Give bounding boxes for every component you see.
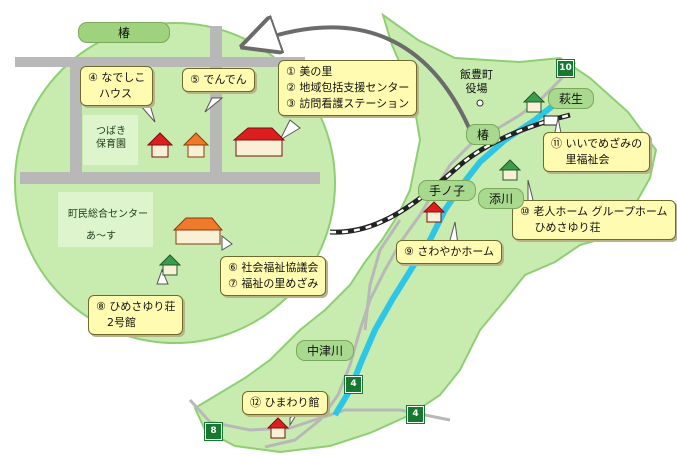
callout-nadeshiko[interactable]: ④ なでしこ ハウス bbox=[80, 66, 154, 106]
inset-nursery-lot bbox=[83, 115, 138, 165]
zoom-arrow bbox=[255, 27, 472, 131]
route-4-marker: 4 bbox=[345, 376, 362, 393]
house-icon bbox=[172, 217, 224, 245]
community-center-label: 町民総合センターあ～す bbox=[68, 209, 148, 242]
house-icon bbox=[422, 201, 446, 223]
place-nakatsugawa: 中津川 bbox=[296, 340, 355, 361]
house-icon bbox=[266, 417, 290, 439]
route-8-marker: 8 bbox=[205, 423, 222, 440]
route-4-marker-2: 4 bbox=[407, 406, 424, 423]
house-icon bbox=[146, 132, 174, 158]
house-icon bbox=[498, 159, 522, 181]
callout-roujin-home[interactable]: ⑩ 老人ホーム グループホーム ひめさゆり荘 bbox=[512, 200, 676, 240]
callout-denden[interactable]: ⑤ でんでん bbox=[182, 68, 255, 92]
callout-sawayaka[interactable]: ⑨ さわやかホーム bbox=[396, 240, 503, 264]
main-roads bbox=[188, 61, 577, 449]
place-tenoko: 手ノ子 bbox=[418, 180, 477, 201]
house-icon bbox=[158, 254, 182, 276]
callout-himesayuri2[interactable]: ⑧ ひめさゆり荘 2号館 bbox=[88, 295, 184, 335]
inset-district-label: 椿 bbox=[78, 22, 170, 43]
nursery-label: つばき保育園 bbox=[96, 126, 126, 150]
town-office-label: 飯豊町役場 bbox=[460, 68, 493, 95]
town-office-marker bbox=[476, 99, 484, 107]
callout-himawari[interactable]: ⑫ ひまわり館 bbox=[242, 391, 328, 415]
place-soegawa: 添川 bbox=[478, 188, 525, 209]
station-marker bbox=[543, 115, 559, 126]
inset-center-lot bbox=[58, 192, 153, 247]
place-hagyu: 萩生 bbox=[548, 88, 595, 109]
place-tsubaki: 椿 bbox=[466, 124, 501, 145]
callout-iidemezami[interactable]: ⑪ いいでめざみの 里福祉会 bbox=[543, 132, 651, 172]
house-icon bbox=[232, 127, 286, 157]
house-icon bbox=[182, 132, 210, 158]
house-icon bbox=[522, 91, 546, 113]
route-10-marker: 10 bbox=[557, 60, 574, 77]
